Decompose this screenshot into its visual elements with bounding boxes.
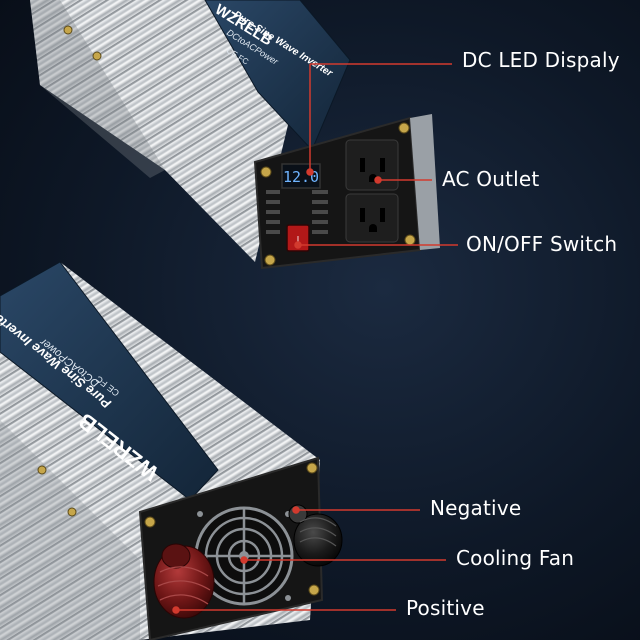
- screw-icon: [264, 254, 276, 266]
- screw-icon: [144, 516, 156, 528]
- label-negative: Negative: [430, 496, 522, 520]
- screw-icon: [63, 25, 73, 35]
- top-inverter: WZRELB Pure Sine Wave Inverter DCtoACPow…: [30, 0, 440, 270]
- dc-led-display: [281, 163, 321, 189]
- screw-icon: [67, 507, 77, 517]
- label-on-off-switch: ON/OFF Switch: [466, 232, 618, 256]
- callout-dot-icon: [240, 556, 248, 564]
- label-dc-led-display: DC LED Dispaly: [462, 48, 620, 72]
- callout-dot-icon: [292, 506, 300, 514]
- callout-dot-icon: [306, 168, 314, 176]
- callout-dot-icon: [172, 606, 180, 614]
- cooling-fan-icon: [194, 506, 294, 606]
- screw-icon: [404, 234, 416, 246]
- label-cooling-fan: Cooling Fan: [456, 546, 575, 570]
- bottom-inverter: WZRELB Pure Sine Wave Inverter DCtoACPow…: [0, 261, 343, 640]
- label-positive: Positive: [406, 596, 485, 620]
- dc-led-display-reading: 12.0: [283, 168, 319, 186]
- label-ac-outlet: AC Outlet: [442, 167, 540, 191]
- bottom-label-panel: [0, 261, 219, 501]
- callout-dot-icon: [294, 241, 302, 249]
- screw-icon: [92, 51, 102, 61]
- screw-icon: [308, 584, 320, 596]
- top-label-panel: [204, 0, 351, 151]
- screw-icon: [306, 462, 318, 474]
- screw-icon: [260, 166, 272, 178]
- callout-dot-icon: [374, 176, 382, 184]
- on-off-switch-mark: I: [297, 235, 300, 246]
- screw-icon: [398, 122, 410, 134]
- top-inverter-body: [30, 0, 300, 262]
- ac-outlet[interactable]: [345, 139, 399, 191]
- ac-outlet-lower[interactable]: [345, 193, 399, 243]
- screw-icon: [37, 465, 47, 475]
- callout-lines: [172, 63, 458, 614]
- positive-terminal[interactable]: [153, 543, 215, 619]
- top-vent-slots: [266, 190, 328, 234]
